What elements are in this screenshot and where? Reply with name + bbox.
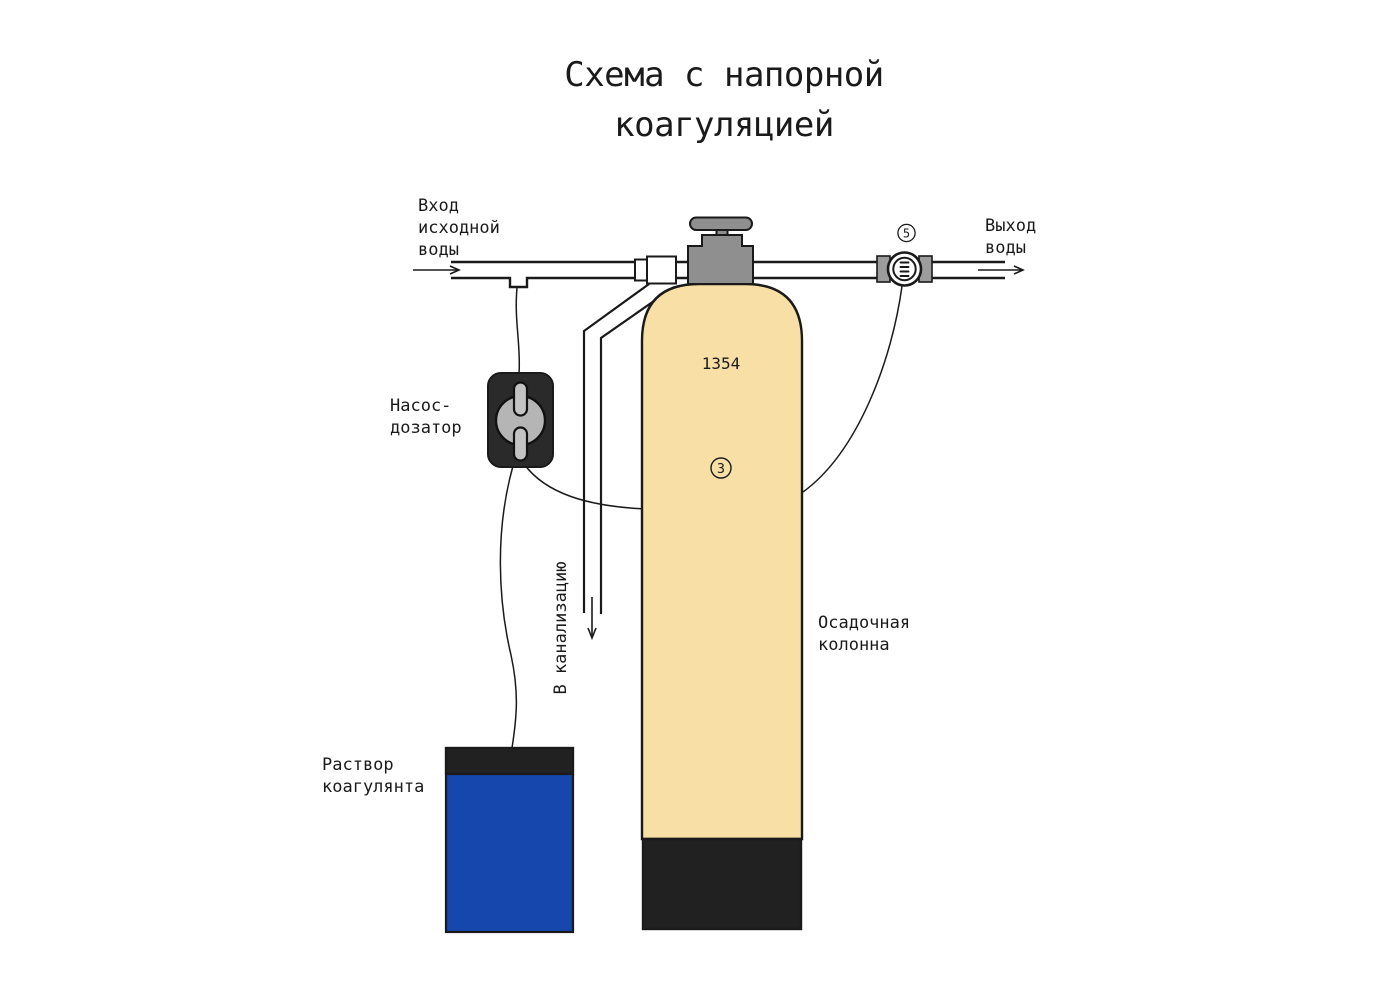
outlet-flow-arrow-icon bbox=[978, 265, 1025, 275]
tube-pump-to-tank bbox=[523, 463, 645, 510]
valve-handle bbox=[689, 216, 753, 231]
sediment-column-tank: 1354 3 bbox=[640, 282, 804, 931]
container-lid bbox=[444, 746, 575, 776]
drain-pipe bbox=[582, 283, 675, 641]
control-valve bbox=[687, 216, 754, 285]
tank-model-label: 1354 bbox=[702, 354, 741, 373]
coagulant-label: Раствор коагулянта bbox=[322, 755, 424, 797]
dosing-pump bbox=[487, 372, 554, 468]
flow-meter: 5 bbox=[876, 223, 933, 287]
column-label: Осадочная колонна bbox=[818, 613, 910, 655]
svg-text:коагулянта: коагулянта bbox=[322, 777, 424, 797]
main-pipe-bottom-line-with-tee bbox=[451, 276, 1005, 289]
svg-text:Насос-: Насос- bbox=[390, 396, 451, 416]
svg-text:Вход: Вход bbox=[418, 196, 459, 216]
pump-port-top bbox=[512, 381, 529, 417]
pump-port-bottom bbox=[512, 426, 529, 462]
svg-text:5: 5 bbox=[903, 227, 910, 241]
tube-pump-to-container bbox=[499, 465, 518, 749]
svg-text:3: 3 bbox=[717, 461, 725, 477]
svg-text:колонна: колонна bbox=[818, 635, 890, 655]
tube-tee-to-pump bbox=[515, 287, 521, 375]
svg-text:дозатор: дозатор bbox=[390, 418, 462, 438]
fitting-large bbox=[646, 255, 677, 285]
svg-text:Выход: Выход bbox=[985, 216, 1036, 236]
tank-base bbox=[641, 837, 803, 931]
coagulant-container bbox=[444, 746, 575, 934]
inlet-label: Вход исходной воды bbox=[418, 196, 500, 260]
svg-text:воды: воды bbox=[418, 240, 459, 260]
meter-number-badge: 5 bbox=[897, 223, 916, 243]
meter-inner-circle bbox=[892, 256, 917, 282]
title-line-2: коагуляцией bbox=[614, 105, 834, 145]
title-line-1: Схема с напорной bbox=[564, 55, 884, 95]
drain-flow-arrow-icon bbox=[587, 597, 597, 641]
svg-text:воды: воды bbox=[985, 238, 1026, 258]
fitting-small bbox=[634, 258, 648, 282]
pipe-fittings bbox=[634, 255, 677, 285]
inlet-flow-arrow-icon bbox=[413, 265, 461, 275]
page-title: Схема с напорной коагуляцией bbox=[564, 55, 884, 145]
svg-text:исходной: исходной bbox=[418, 218, 500, 238]
drain-label: В канализацию bbox=[551, 561, 571, 694]
container-body bbox=[444, 746, 575, 934]
svg-text:Осадочная: Осадочная bbox=[818, 613, 910, 633]
meter-dashes-icon bbox=[899, 261, 910, 277]
tube-meter-to-tank bbox=[802, 285, 903, 493]
tank-number-badge: 3 bbox=[710, 457, 732, 479]
svg-text:Раствор: Раствор bbox=[322, 755, 394, 775]
outlet-label: Выход воды bbox=[985, 216, 1036, 258]
valve-body bbox=[687, 234, 754, 285]
dosing-pump-label: Насос- дозатор bbox=[390, 396, 462, 438]
